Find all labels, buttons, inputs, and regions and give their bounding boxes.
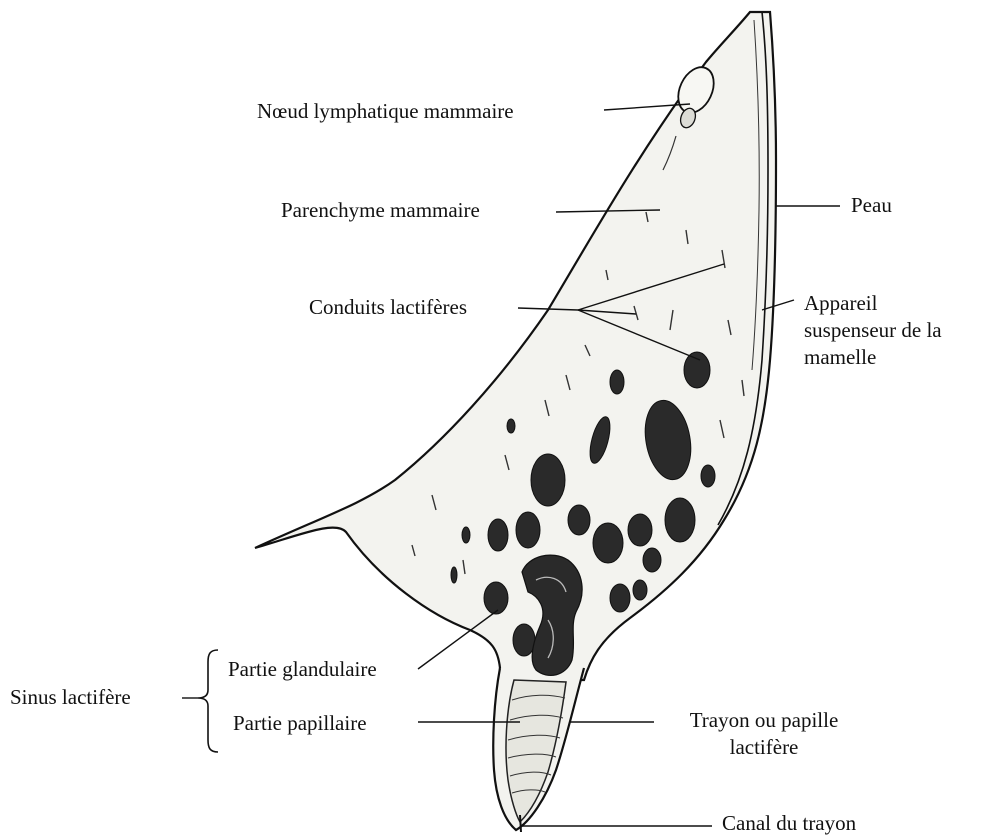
label-noeud-lymphatique: Nœud lymphatique mammaire <box>257 98 514 125</box>
sinus-bracket <box>198 650 218 752</box>
label-trayon-line-1: Trayon ou papille <box>664 707 864 734</box>
label-canal-du-trayon: Canal du trayon <box>722 810 856 837</box>
label-parenchyme: Parenchyme mammaire <box>281 197 480 224</box>
teat-canal <box>520 815 521 832</box>
label-appareil-suspenseur: Appareil suspenseur de la mamelle <box>804 290 984 371</box>
label-partie-papillaire: Partie papillaire <box>233 710 367 737</box>
label-trayon-line-2: lactifère <box>664 734 864 761</box>
label-sinus-lactifere: Sinus lactifère <box>10 684 131 711</box>
label-partie-glandulaire: Partie glandulaire <box>228 656 377 683</box>
label-peau: Peau <box>851 192 892 219</box>
label-appareil-line-2: suspenseur de la <box>804 317 984 344</box>
label-trayon: Trayon ou papille lactifère <box>664 707 864 761</box>
label-appareil-line-3: mamelle <box>804 344 984 371</box>
label-conduits-lactiferes: Conduits lactifères <box>309 294 467 321</box>
label-appareil-line-1: Appareil <box>804 290 984 317</box>
